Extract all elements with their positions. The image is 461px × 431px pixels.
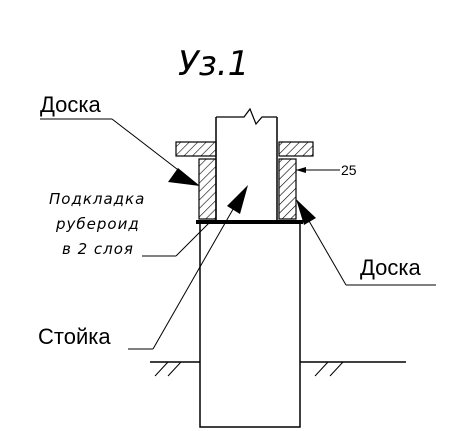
leader-post	[128, 185, 248, 350]
note-line-3: в 2 слоя	[62, 240, 134, 258]
post	[215, 107, 278, 222]
ground-right	[300, 361, 406, 377]
leader-board-left	[40, 118, 200, 186]
side-board-left	[198, 158, 217, 220]
top-board-left	[175, 141, 217, 157]
label-post: Стойка	[38, 324, 111, 349]
diagram-title: Уз.1	[178, 44, 249, 84]
side-board-right	[278, 158, 297, 220]
note-line-1: Подкладка	[49, 190, 145, 208]
ground-left	[150, 361, 200, 377]
label-board-left: Доска	[40, 92, 101, 117]
leader-note	[142, 221, 211, 257]
label-board-right: Доска	[360, 255, 421, 280]
leader-board-right	[296, 199, 436, 286]
note-line-2: рубероид	[55, 215, 140, 233]
foundation-block	[199, 221, 301, 428]
dimension-value: 25	[341, 162, 357, 178]
top-board-right	[278, 141, 314, 157]
dimension-25: 25	[278, 162, 357, 178]
